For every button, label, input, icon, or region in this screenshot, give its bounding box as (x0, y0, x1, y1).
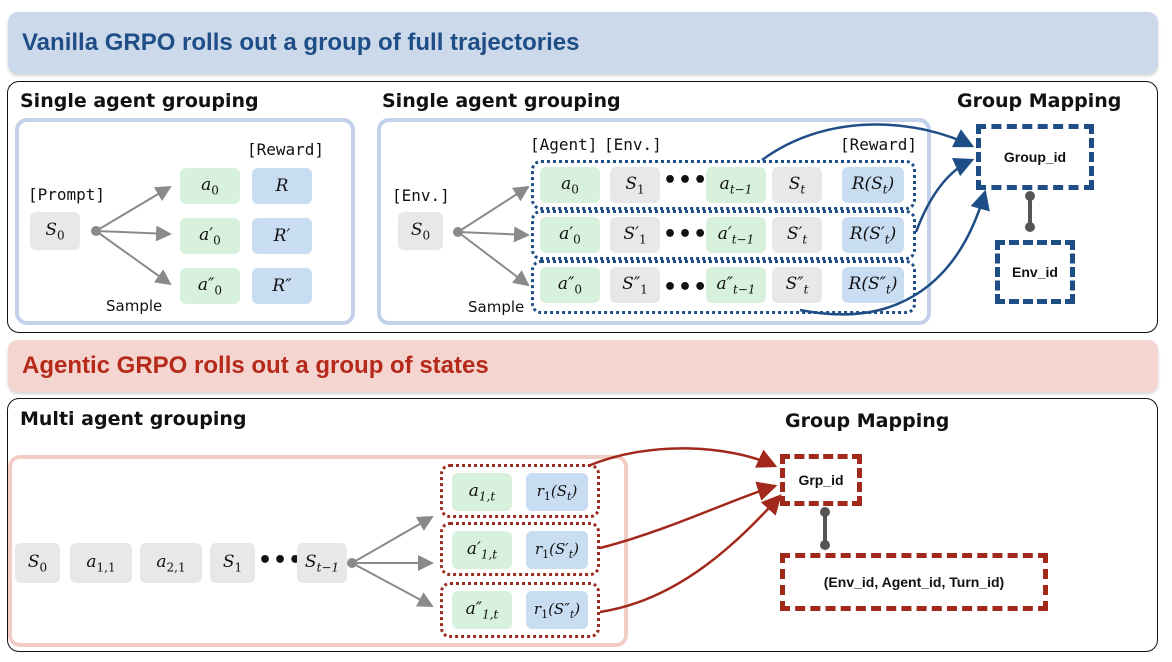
traj2-s1: S″1 (610, 267, 660, 303)
agentic-row-2 (440, 582, 600, 638)
panel2-title: Single agent grouping (382, 90, 621, 112)
traj0-a0: a0 (540, 167, 600, 203)
agentic-reward-1: r1(S′t) (526, 531, 588, 569)
traj2-at: a″t−1 (706, 267, 766, 303)
agentic-banner: Agentic GRPO rolls out a group of states (8, 340, 1158, 392)
traj2-ellipsis: ••• (663, 275, 709, 300)
seq-s1: S1 (210, 543, 255, 583)
traj1-at: a′t−1 (706, 217, 766, 253)
traj1-ellipsis: ••• (663, 222, 709, 247)
seq-ellipsis: ••• (258, 548, 304, 573)
traj1-s1: S′1 (610, 217, 660, 253)
composite-id-text: (Env_id, Agent_id, Turn_id) (823, 574, 1005, 590)
trajectory-row-0 (531, 160, 916, 210)
panel1-box (15, 118, 355, 325)
panel1-title: Single agent grouping (20, 90, 259, 112)
panel2-agent-label: [Agent] (530, 135, 598, 154)
panel1-sample-label: Sample (106, 297, 163, 315)
traj0-ellipsis: ••• (663, 168, 709, 193)
panel1-reward-label: [Reward] (247, 140, 325, 159)
panel2-start-state: S0 (398, 212, 443, 250)
seq-a11: a1,1 (70, 543, 132, 583)
panel1-action-1: a′0 (180, 218, 240, 254)
traj0-st: St (772, 167, 822, 203)
panel2-env-start-label: [Env.] (392, 186, 450, 205)
env-id-text: Env_id (1012, 264, 1058, 280)
traj0-reward: R(St) (842, 167, 904, 203)
traj2-reward: R(S″t) (842, 267, 904, 303)
grp-id-text: Grp_id (798, 472, 844, 488)
panel1-reward-0: R (252, 168, 312, 204)
panel2-sample-label: Sample (468, 298, 525, 316)
panel2-env-label: [Env.] (604, 135, 662, 154)
agentic-row-1 (440, 522, 600, 576)
seq-a21: a2,1 (140, 543, 202, 583)
agentic-panel-title: Multi agent grouping (20, 408, 247, 430)
traj2-st: S″t (772, 267, 822, 303)
traj0-at: at−1 (706, 167, 766, 203)
seq-s0: S0 (15, 543, 60, 583)
traj0-s1: S1 (610, 167, 660, 203)
panel1-action-0: a0 (180, 168, 240, 204)
agentic-row-0 (440, 464, 600, 518)
env-id-box: Env_id (995, 240, 1075, 304)
group-id-box: Group_id (976, 124, 1094, 190)
panel1-action-2: a″0 (180, 268, 240, 304)
agentic-action-1: a′1,t (452, 531, 512, 569)
panel2-reward-label: [Reward] (840, 135, 918, 154)
traj1-reward: R(S′t) (842, 217, 904, 253)
traj2-a0: a″0 (540, 267, 600, 303)
agentic-reward-2: r1(S″t) (526, 591, 588, 629)
panel1-start-state: S0 (30, 212, 80, 250)
group-id-text: Group_id (1003, 149, 1067, 165)
panel1-prompt-label: [Prompt] (28, 185, 106, 204)
grp-id-box: Grp_id (780, 454, 862, 506)
composite-id-box: (Env_id, Agent_id, Turn_id) (780, 553, 1048, 611)
panel1-reward-2: R″ (252, 268, 312, 304)
agentic-action-0: a1,t (452, 473, 512, 511)
agentic-reward-0: r1(St) (526, 473, 588, 511)
panel1-reward-1: R′ (252, 218, 312, 254)
vanilla-mapping-title: Group Mapping (957, 90, 1122, 112)
traj1-st: S′t (772, 217, 822, 253)
vanilla-banner-text: Vanilla GRPO rolls out a group of full t… (22, 29, 580, 56)
seq-st1: St−1 (297, 543, 347, 583)
agentic-action-2: a″1,t (452, 591, 512, 629)
traj1-a0: a′0 (540, 217, 600, 253)
agentic-banner-text: Agentic GRPO rolls out a group of states (22, 352, 489, 379)
vanilla-banner: Vanilla GRPO rolls out a group of full t… (8, 12, 1158, 74)
agentic-mapping-title: Group Mapping (785, 410, 950, 432)
